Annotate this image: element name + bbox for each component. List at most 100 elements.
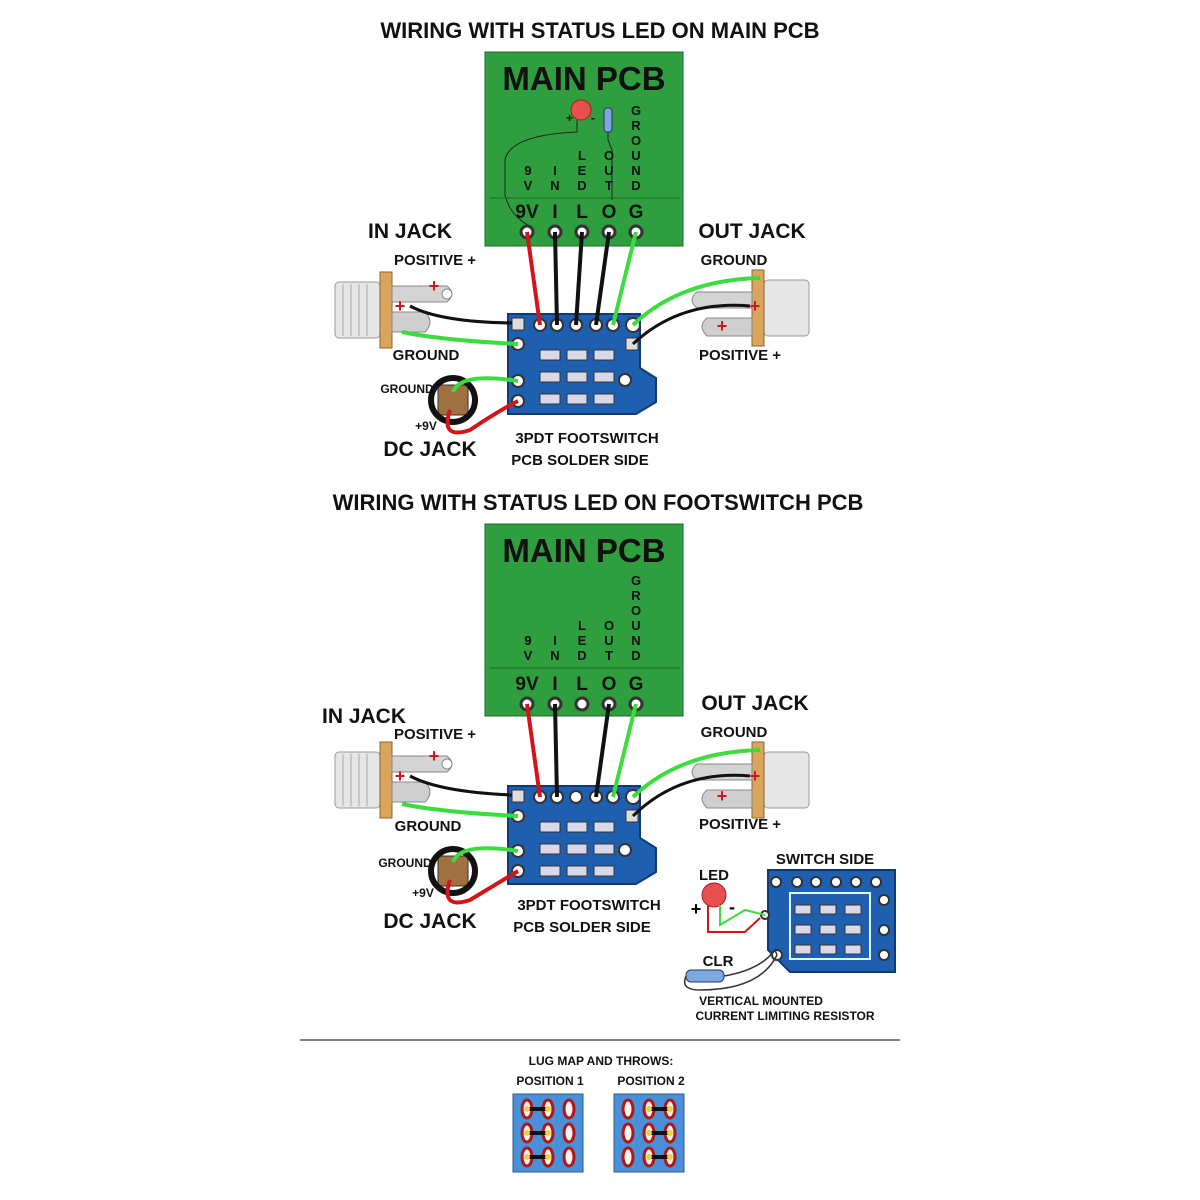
pin-9v-2: 9V <box>515 674 539 695</box>
pin-9v: 9V <box>515 202 539 223</box>
pin-in: I <box>552 202 557 223</box>
svg-text:U: U <box>631 618 640 633</box>
footswitch-label-line1-2: 3PDT FOOTSWITCH <box>517 897 660 914</box>
svg-text:D: D <box>577 178 586 193</box>
diagram-1-title: WIRING WITH STATUS LED ON MAIN PCB <box>380 18 819 43</box>
svg-text:U: U <box>604 163 613 178</box>
out-ground-label: GROUND <box>701 252 768 269</box>
pin-in-2: I <box>552 674 557 695</box>
pin-out-2: O <box>602 674 617 695</box>
svg-text:O: O <box>631 133 641 148</box>
pin-led-2: L <box>576 674 588 695</box>
svg-text:+: + <box>717 316 728 336</box>
svg-text:T: T <box>605 648 613 663</box>
pin-ground-2: G <box>629 674 644 695</box>
svg-text:L: L <box>578 618 586 633</box>
pcb-vertical-labels-2: 9 V I N L E D O U T G R O U N D <box>524 573 642 663</box>
svg-text:I: I <box>553 633 557 648</box>
svg-text:T: T <box>605 178 613 193</box>
svg-text:9: 9 <box>524 633 531 648</box>
pin-led: L <box>576 202 588 223</box>
dc-ground-label: GROUND <box>380 382 434 396</box>
diagram-1: WIRING WITH STATUS LED ON MAIN PCB MAIN … <box>334 18 820 469</box>
svg-text:+: + <box>395 766 406 786</box>
switch-side-label: SWITCH SIDE <box>776 851 874 868</box>
svg-text:+: + <box>429 276 440 296</box>
svg-text:E: E <box>578 633 587 648</box>
led-plus-mark: + <box>566 111 573 125</box>
svg-text:D: D <box>631 178 640 193</box>
in-positive-label: POSITIVE + <box>394 252 476 269</box>
svg-text:I: I <box>553 163 557 178</box>
svg-text:G: G <box>631 573 641 588</box>
in-ground-label: GROUND <box>393 347 460 364</box>
resistor-icon <box>603 107 613 133</box>
out-ground-label-2: GROUND <box>701 724 768 741</box>
svg-text:O: O <box>604 618 614 633</box>
svg-text:U: U <box>631 148 640 163</box>
in-positive-label-2: POSITIVE + <box>394 726 476 743</box>
svg-text:+: + <box>429 746 440 766</box>
svg-text:N: N <box>550 648 559 663</box>
led-minus-label: - <box>729 897 735 917</box>
svg-text:V: V <box>524 178 533 193</box>
led-minus-mark: - <box>591 111 595 125</box>
svg-text:+: + <box>750 766 761 786</box>
clr-note-line2: CURRENT LIMITING RESISTOR <box>695 1009 874 1023</box>
footswitch-label-line2-2: PCB SOLDER SIDE <box>513 919 651 936</box>
clr-resistor-icon <box>685 969 725 983</box>
out-positive-label: POSITIVE + <box>699 347 781 364</box>
footswitch-pcb-1 <box>507 313 657 415</box>
out-positive-label-2: POSITIVE + <box>699 816 781 833</box>
position-2-label: POSITION 2 <box>617 1074 685 1088</box>
in-jack-label: IN JACK <box>368 220 452 243</box>
footswitch-label-line2: PCB SOLDER SIDE <box>511 452 649 469</box>
svg-text:9: 9 <box>524 163 531 178</box>
dc-jack-label: DC JACK <box>383 438 476 461</box>
svg-text:R: R <box>631 118 641 133</box>
clr-label: CLR <box>703 953 734 970</box>
footswitch-label-line1: 3PDT FOOTSWITCH <box>515 430 658 447</box>
svg-text:R: R <box>631 588 641 603</box>
position-1-label: POSITION 1 <box>516 1074 584 1088</box>
svg-text:D: D <box>631 648 640 663</box>
svg-text:O: O <box>631 603 641 618</box>
svg-text:+: + <box>750 296 761 316</box>
lug-map: LUG MAP AND THROWS: POSITION 1 POSITION … <box>512 1054 685 1173</box>
svg-text:N: N <box>550 178 559 193</box>
in-jack-label-2: IN JACK <box>322 705 406 728</box>
svg-text:N: N <box>631 633 640 648</box>
diagram-2: WIRING WITH STATUS LED ON FOOTSWITCH PCB… <box>322 490 896 1023</box>
dc-jack-label-2: DC JACK <box>383 910 476 933</box>
out-jack-label: OUT JACK <box>698 220 805 243</box>
svg-text:E: E <box>578 163 587 178</box>
led-label: LED <box>699 867 729 884</box>
main-pcb-title: MAIN PCB <box>502 60 665 97</box>
svg-text:+: + <box>395 296 406 316</box>
svg-text:D: D <box>577 648 586 663</box>
main-pcb-title-2: MAIN PCB <box>502 532 665 569</box>
dc-9v-label-2: +9V <box>412 886 434 900</box>
main-pcb-board <box>484 51 684 247</box>
svg-text:G: G <box>631 103 641 118</box>
status-led-icon <box>570 99 592 121</box>
diagram-2-title: WIRING WITH STATUS LED ON FOOTSWITCH PCB <box>333 490 864 515</box>
dc-ground-label-2: GROUND <box>378 856 432 870</box>
lug-map-title: LUG MAP AND THROWS: <box>529 1054 674 1068</box>
out-jack-label-2: OUT JACK <box>701 692 808 715</box>
svg-text:+: + <box>717 786 728 806</box>
svg-text:N: N <box>631 163 640 178</box>
in-ground-label-2: GROUND <box>395 818 462 835</box>
pcb-vertical-labels: 9 V I N L E D O U T G R O U N D <box>524 103 642 193</box>
svg-text:O: O <box>604 148 614 163</box>
clr-note-line1: VERTICAL MOUNTED <box>699 994 823 1008</box>
pin-ground: G <box>629 202 644 223</box>
main-pcb-board-2 <box>484 523 684 717</box>
pin-out: O <box>602 202 617 223</box>
footswitch-led-icon <box>701 882 727 908</box>
dc-9v-label: +9V <box>415 419 437 433</box>
svg-text:L: L <box>578 148 586 163</box>
switch-side-pcb <box>760 869 896 973</box>
svg-text:U: U <box>604 633 613 648</box>
